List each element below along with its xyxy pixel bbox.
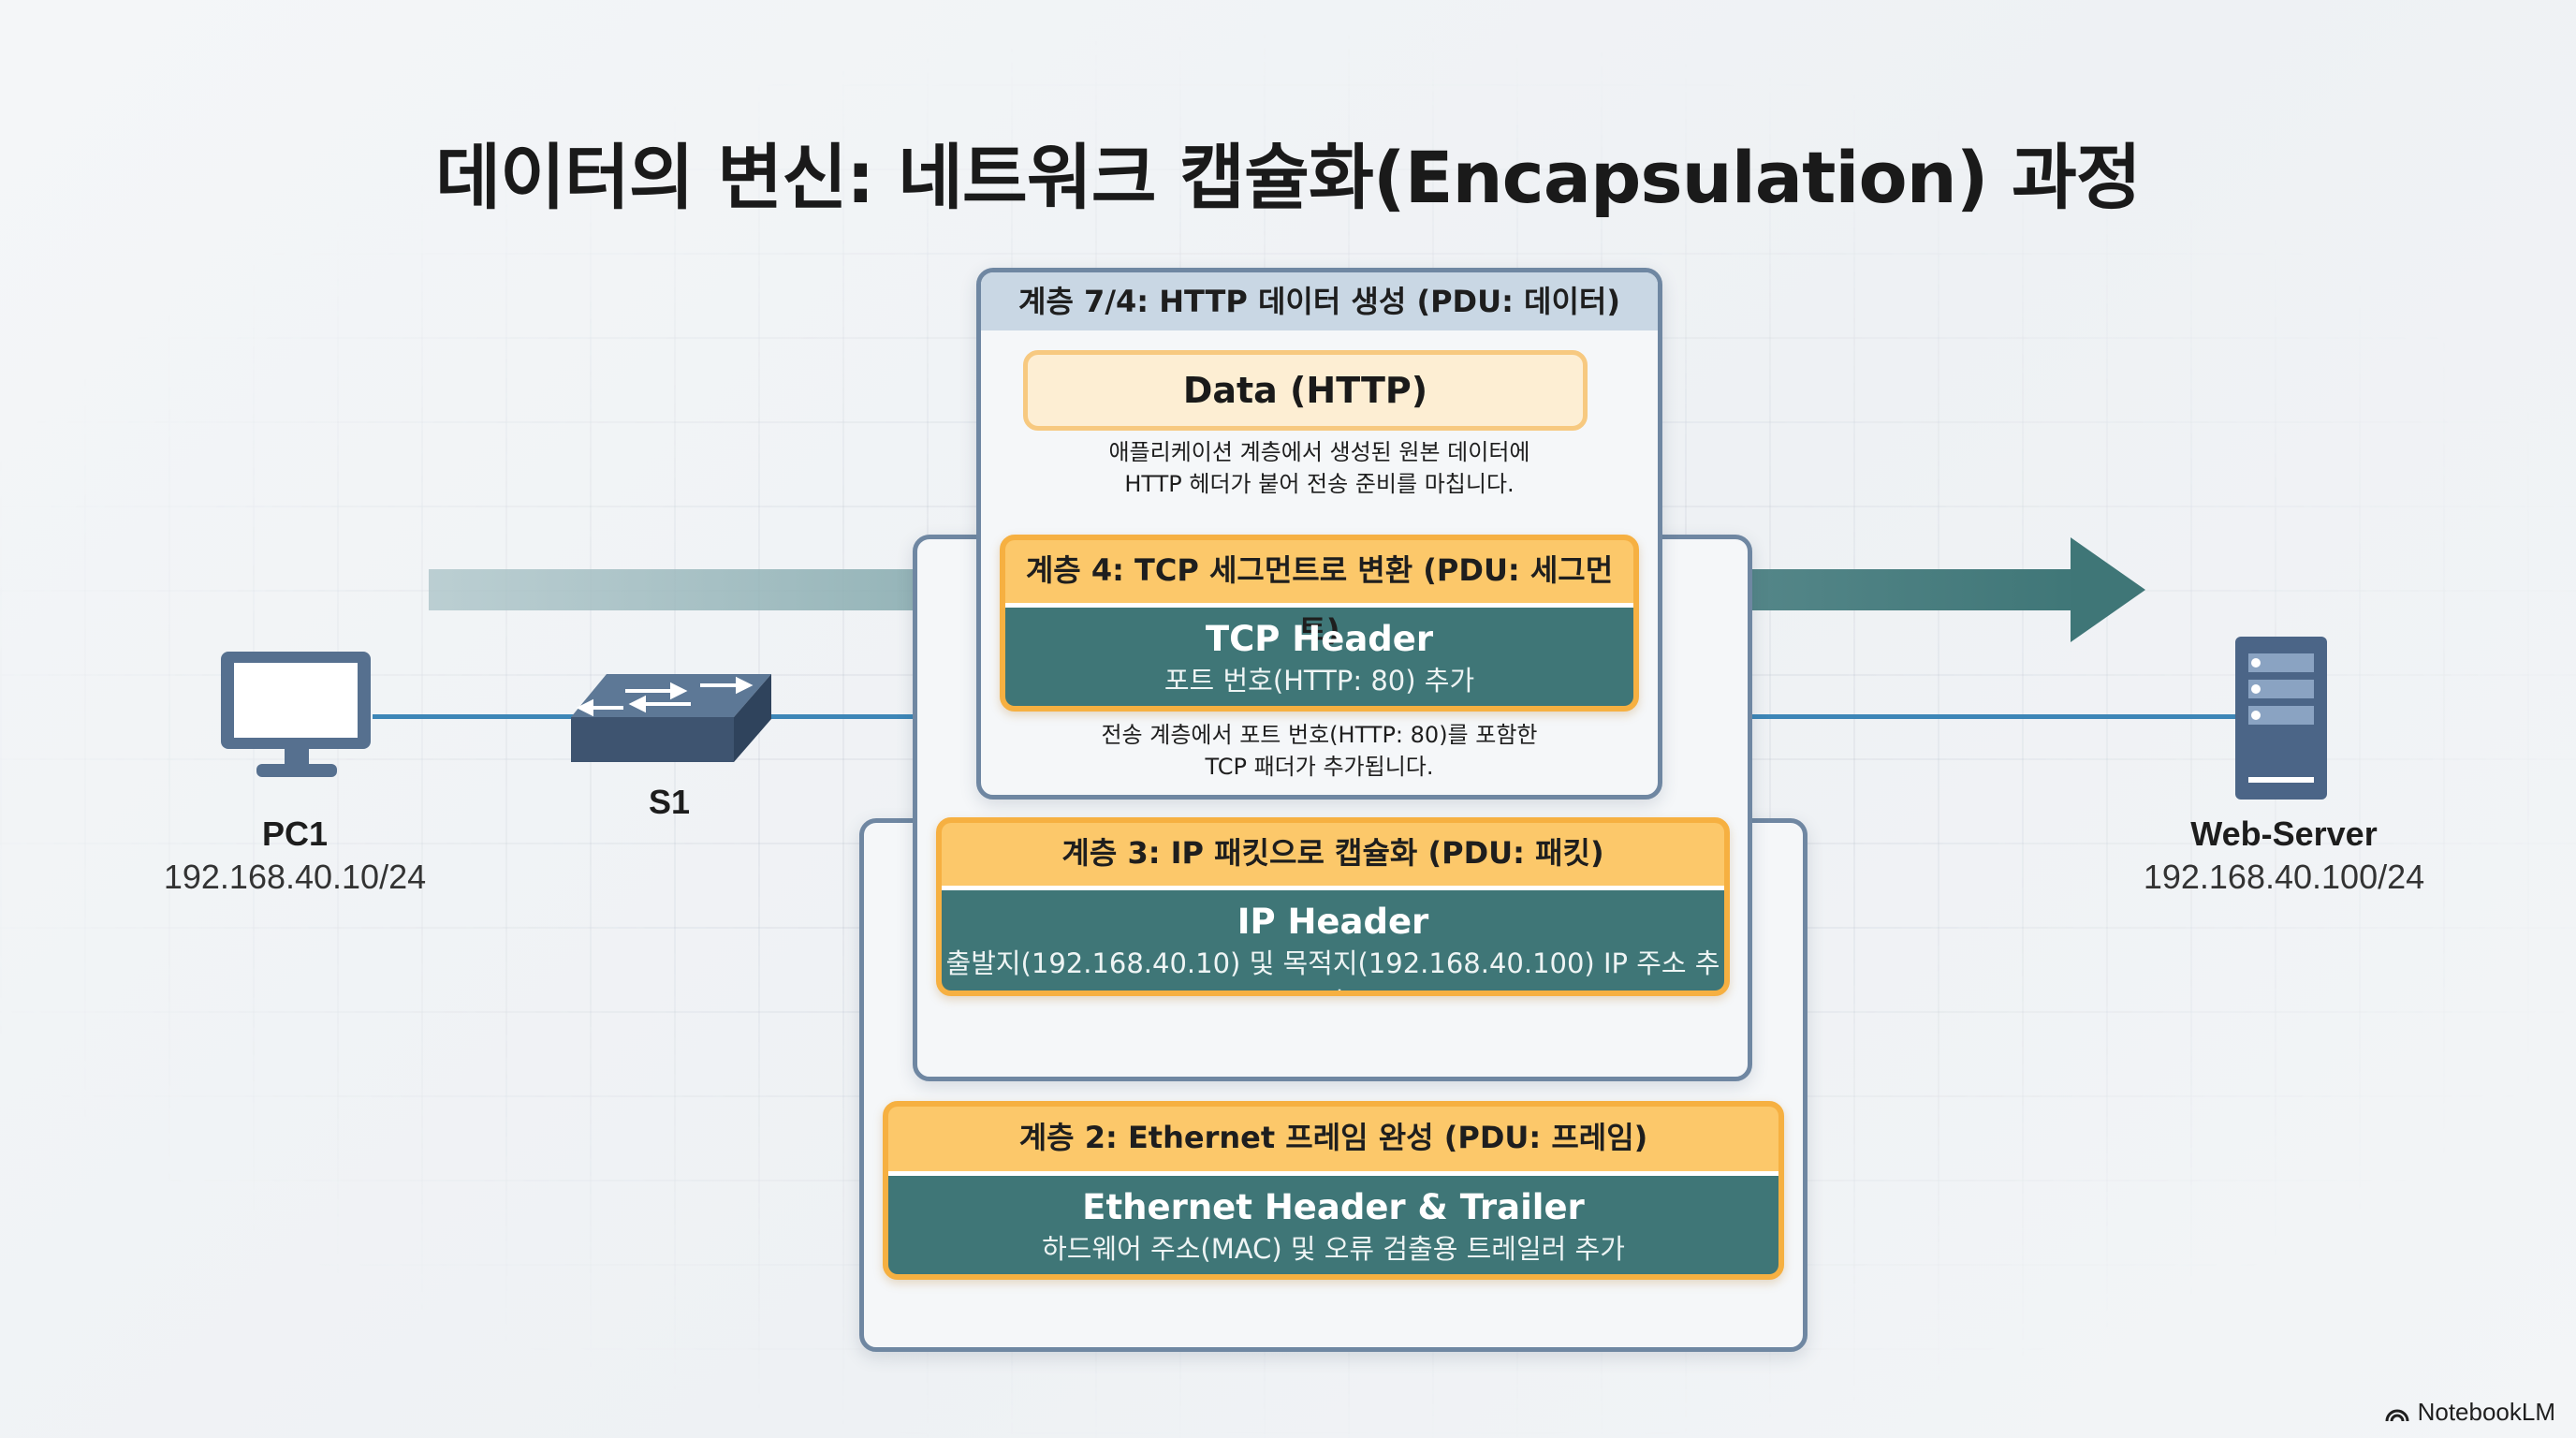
layer2-heading: 계층 2: Ethernet 프레임 완성 (PDU: 프레임) bbox=[888, 1107, 1778, 1176]
tcp-segment-box: 계층 4: TCP 세그먼트로 변환 (PDU: 세그먼트) TCP Heade… bbox=[1000, 535, 1639, 712]
ethernet-header-desc: 하드웨어 주소(MAC) 및 오류 검출용 트레일러 추가 bbox=[1042, 1233, 1625, 1265]
layer7-caption-line2: HTTP 헤더가 붙어 전송 준비를 마칩니다. bbox=[1124, 471, 1515, 497]
pc1-ip: 192.168.40.10/24 bbox=[163, 858, 427, 896]
tcp-header-title: TCP Header bbox=[1205, 619, 1434, 659]
link-stack-server bbox=[1741, 714, 2247, 719]
tcp-header-block: TCP Header 포트 번호(HTTP: 80) 추가 bbox=[1005, 608, 1633, 706]
layer4-caption: 전송 계층에서 포트 번호(HTTP: 80)를 포함한 TCP 패더가 추가됩… bbox=[976, 719, 1662, 783]
monitor-icon bbox=[221, 652, 371, 777]
data-http-box: Data (HTTP) bbox=[1023, 350, 1588, 431]
server-label: Web-Server 192.168.40.100/24 bbox=[2106, 814, 2462, 897]
s1-name: S1 bbox=[648, 783, 691, 821]
switch-icon bbox=[571, 674, 771, 762]
ip-header-desc: 출발지(192.168.40.10) 및 목적지(192.168.40.100)… bbox=[945, 947, 1720, 990]
layer7-caption-line1: 애플리케이션 계층에서 생성된 원본 데이터에 bbox=[1108, 439, 1530, 465]
link-s1-stack bbox=[763, 714, 922, 719]
notebooklm-logo-icon bbox=[2385, 1409, 2409, 1421]
ip-header-title: IP Header bbox=[1237, 902, 1429, 942]
layer7-caption: 애플리케이션 계층에서 생성된 원본 데이터에 HTTP 헤더가 붙어 전송 준… bbox=[976, 436, 1662, 500]
data-http-label: Data (HTTP) bbox=[1182, 370, 1428, 411]
ethernet-frame-box: 계층 2: Ethernet 프레임 완성 (PDU: 프레임) Etherne… bbox=[883, 1101, 1784, 1280]
ethernet-header-block: Ethernet Header & Trailer 하드웨어 주소(MAC) 및… bbox=[888, 1176, 1778, 1274]
pc1-name: PC1 bbox=[261, 814, 329, 853]
layer7-heading: 계층 7/4: HTTP 데이터 생성 (PDU: 데이터) bbox=[981, 272, 1658, 330]
link-pc1-s1 bbox=[373, 714, 588, 719]
server-icon bbox=[2235, 637, 2327, 800]
brand-watermark: NotebookLM bbox=[2384, 1398, 2555, 1427]
page-title: 데이터의 변신: 네트워크 캡슐화(Encapsulation) 과정 bbox=[435, 136, 2142, 219]
pc1-label: PC1 192.168.40.10/24 bbox=[150, 814, 440, 897]
s1-label: S1 bbox=[590, 783, 749, 822]
layer4-heading: 계층 4: TCP 세그먼트로 변환 (PDU: 세그먼트) bbox=[1005, 540, 1633, 648]
brand-label: NotebookLM bbox=[2417, 1398, 2555, 1426]
ip-header-block: IP Header 출발지(192.168.40.10) 및 목적지(192.1… bbox=[942, 890, 1724, 990]
ethernet-header-title: Ethernet Header & Trailer bbox=[1082, 1187, 1585, 1227]
tcp-header-desc: 포트 번호(HTTP: 80) 추가 bbox=[1164, 665, 1475, 697]
ip-packet-box: 계층 3: IP 패킷으로 캡슐화 (PDU: 패킷) IP Header 출발… bbox=[936, 817, 1730, 996]
server-ip: 192.168.40.100/24 bbox=[2143, 858, 2425, 896]
layer4-caption-line1: 전송 계층에서 포트 번호(HTTP: 80)를 포함한 bbox=[1101, 722, 1538, 748]
server-name: Web-Server bbox=[2190, 814, 2378, 853]
layer4-caption-line2: TCP 패더가 추가됩니다. bbox=[1205, 754, 1434, 780]
layer3-heading: 계층 3: IP 패킷으로 캡슐화 (PDU: 패킷) bbox=[942, 823, 1724, 890]
